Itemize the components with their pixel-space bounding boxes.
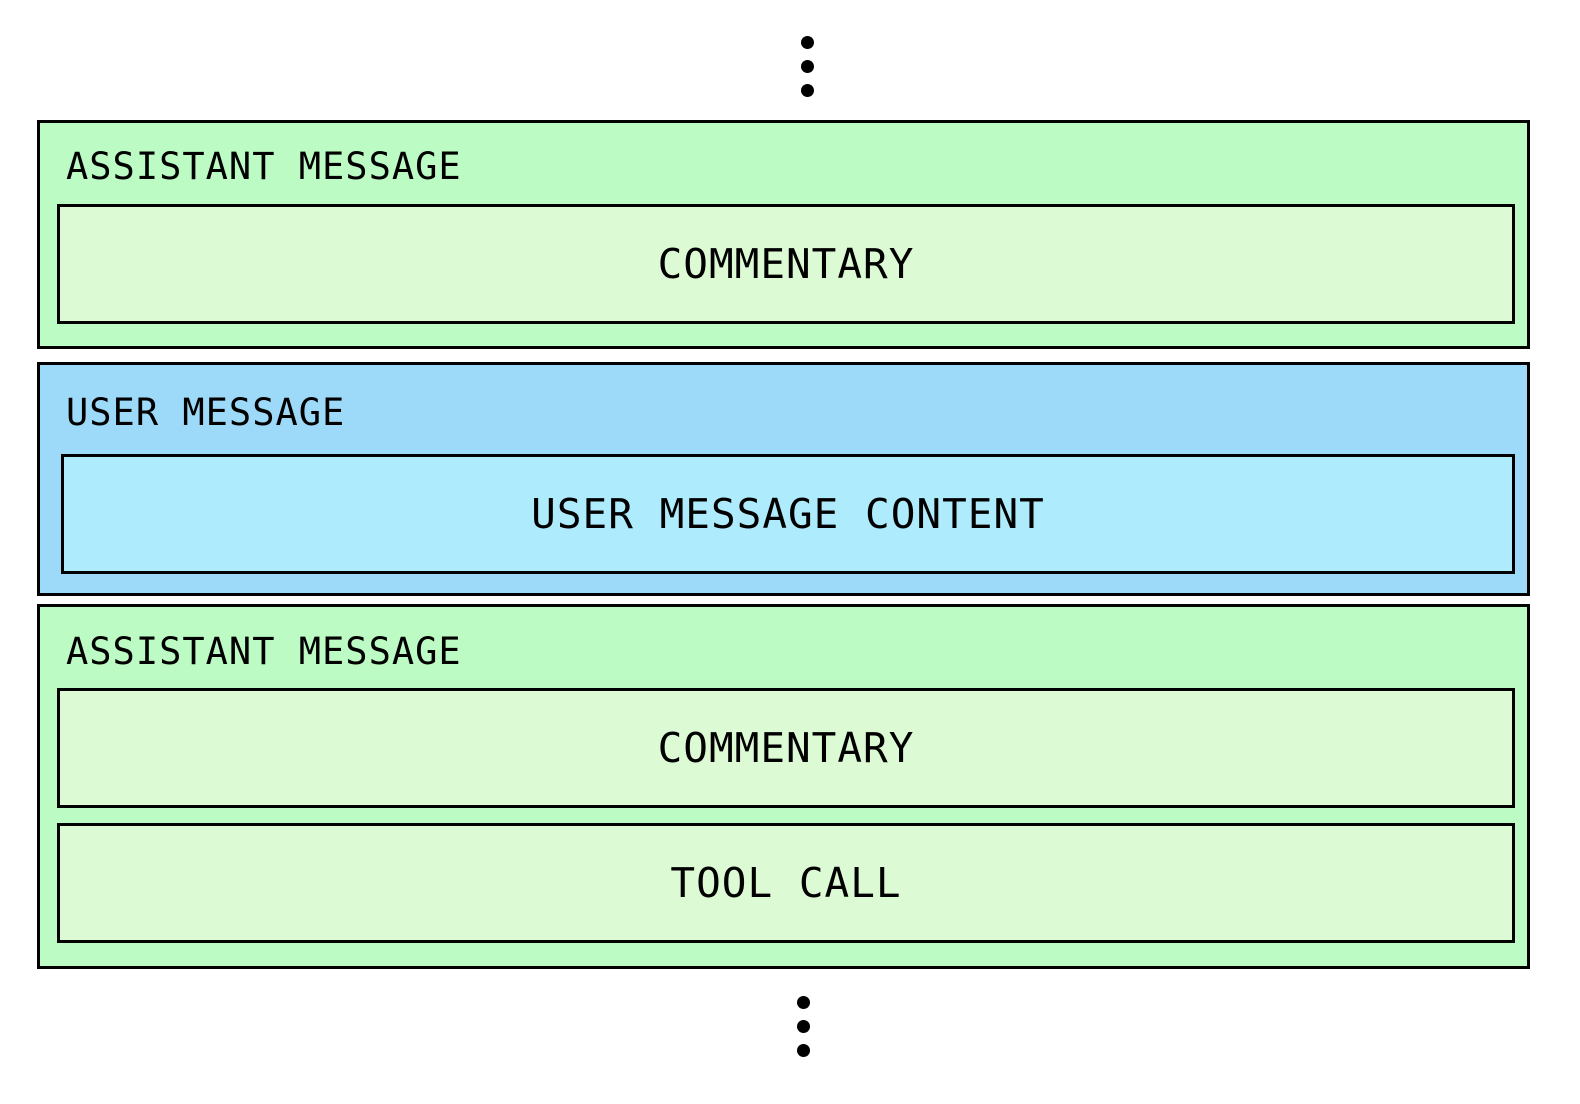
message-role-label: ASSISTANT MESSAGE <box>66 145 462 188</box>
vertical-ellipsis-icon <box>797 996 811 1068</box>
assistant-message-block: ASSISTANT MESSAGE COMMENTARY <box>37 120 1530 349</box>
vertical-ellipsis-icon <box>801 36 815 108</box>
user-message-block: USER MESSAGE USER MESSAGE CONTENT <box>37 362 1530 596</box>
message-role-label: ASSISTANT MESSAGE <box>66 630 462 673</box>
ellipsis-dot <box>797 1044 810 1057</box>
commentary-part: COMMENTARY <box>57 204 1515 324</box>
ellipsis-dot <box>801 60 814 73</box>
ellipsis-dot <box>801 84 814 97</box>
message-role-label: USER MESSAGE <box>66 391 346 434</box>
ellipsis-dot <box>797 1020 810 1033</box>
ellipsis-dot <box>797 996 810 1009</box>
tool-call-part: TOOL CALL <box>57 823 1515 943</box>
user-message-content-part: USER MESSAGE CONTENT <box>61 454 1515 574</box>
commentary-part: COMMENTARY <box>57 688 1515 808</box>
ellipsis-dot <box>801 36 814 49</box>
assistant-message-block: ASSISTANT MESSAGE COMMENTARY TOOL CALL <box>37 604 1530 969</box>
